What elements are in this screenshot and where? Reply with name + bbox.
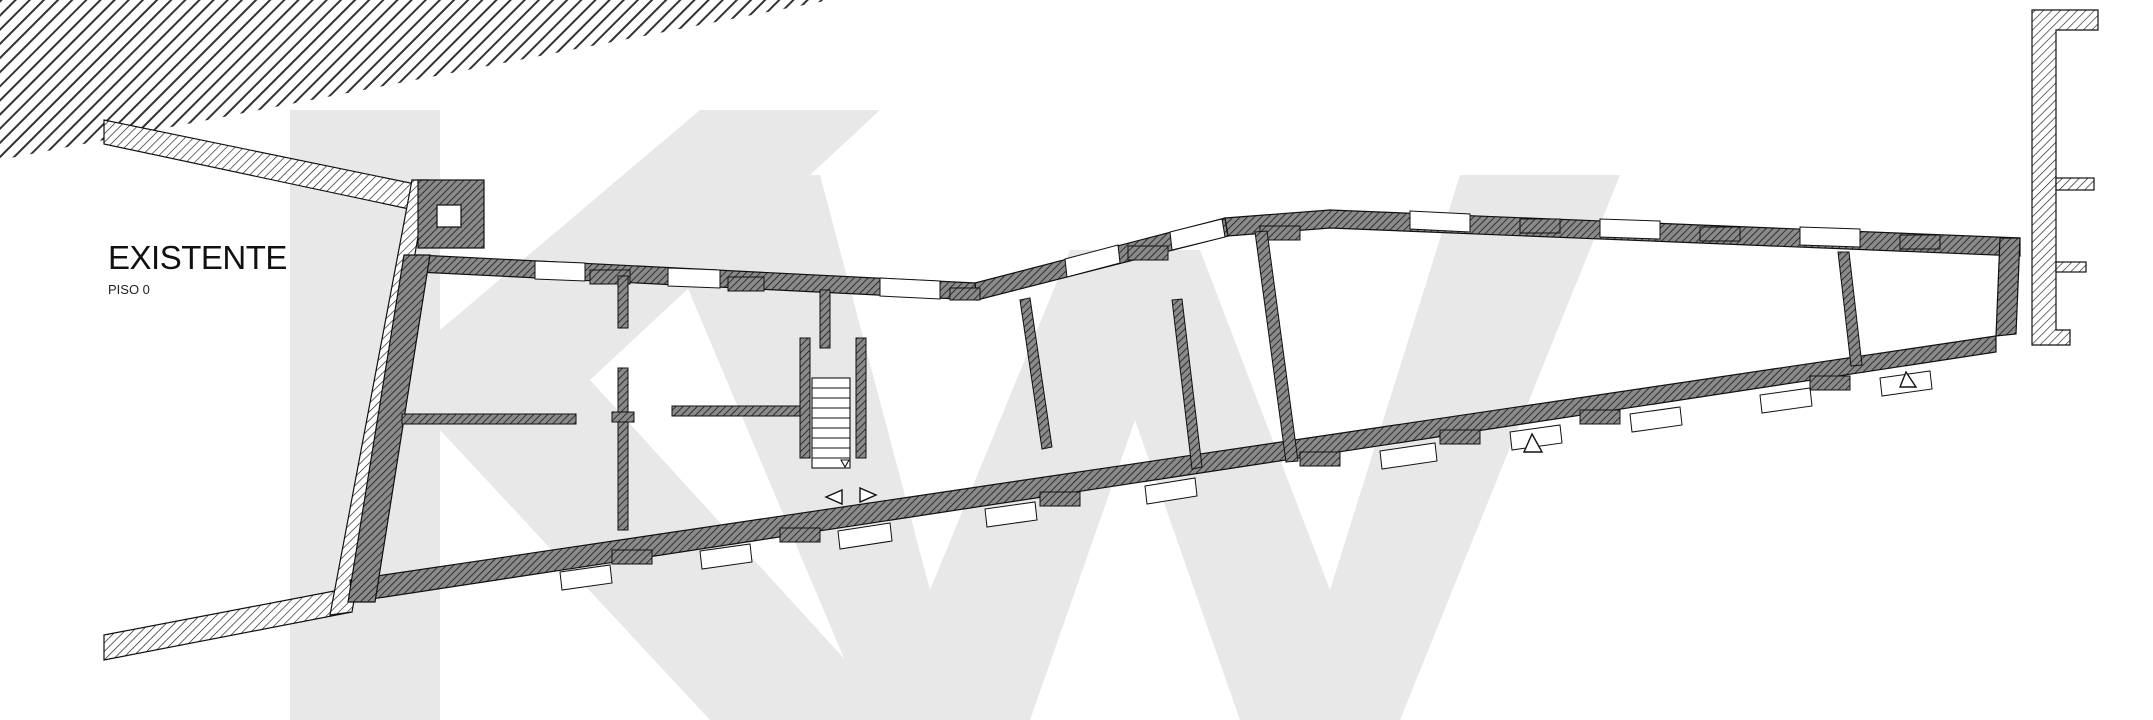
entrance-arrow-icon [1898,370,1918,388]
chimney-opening [436,204,462,228]
drawing-subtitle: PISO 0 [108,282,150,297]
watermark [290,110,1620,720]
door-arrow-right-icon [859,486,878,504]
drawing-title: EXISTENTE [108,239,287,276]
pilasters [589,218,1941,565]
interior-walls [401,230,1863,531]
entrance-arrow-icon [1522,432,1544,453]
top-hatch-band [0,0,830,160]
entrance-arrows [824,370,1918,506]
window-openings [534,210,1933,591]
right-building [2031,9,2099,346]
staircase [811,377,851,469]
drawing-title-block: EXISTENTE PISO 0 [108,238,287,298]
door-arrow-left-icon [824,488,843,506]
